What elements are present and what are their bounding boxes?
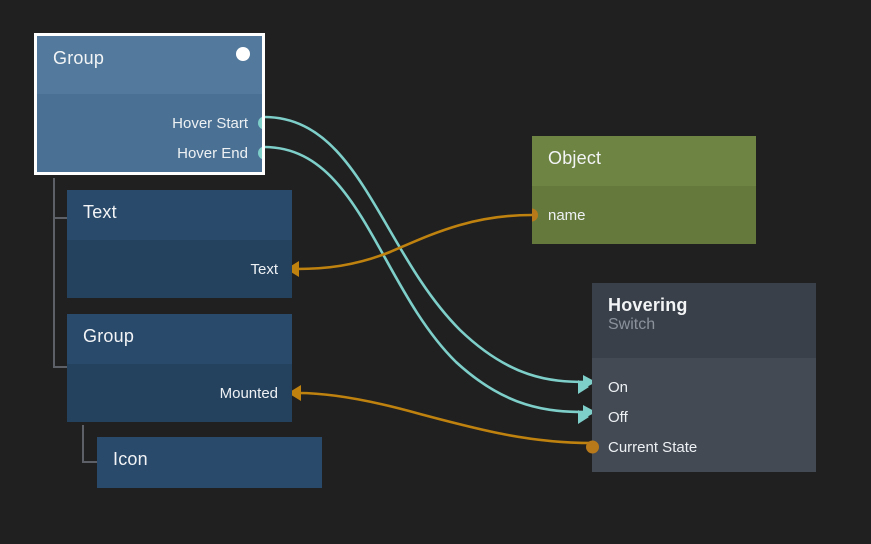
- port-on-label: On: [608, 378, 629, 396]
- node-hovering-title: Hovering: [608, 295, 688, 315]
- node-hovering[interactable]: Hovering Switch On Off Current State: [578, 283, 816, 472]
- node-group-child-title: Group: [83, 326, 135, 346]
- port-hover-end-label: Hover End: [177, 144, 248, 162]
- node-hovering-header: Hovering Switch: [592, 283, 816, 358]
- port-hover-start[interactable]: Hover Start: [37, 108, 262, 138]
- port-object-name-dot-icon[interactable]: [532, 208, 538, 222]
- wire-current-state-to-mounted: [296, 391, 594, 445]
- node-hovering-body: On Off Current State: [578, 358, 816, 472]
- port-hover-start-dot-icon[interactable]: [258, 116, 262, 130]
- port-hover-end-dot-icon[interactable]: [258, 146, 262, 160]
- node-group-root-body: Hover Start Hover End: [37, 94, 262, 172]
- node-icon-title: Icon: [113, 449, 148, 469]
- port-mounted-label: Mounted: [219, 384, 278, 402]
- node-hovering-subtitle: Switch: [608, 315, 656, 333]
- node-text-header: Text: [67, 190, 292, 240]
- port-object-name-label: name: [548, 206, 586, 224]
- tree-line-to-text: [53, 217, 67, 219]
- node-object-title: Object: [548, 148, 602, 168]
- selected-dot[interactable]: [236, 47, 250, 61]
- port-text-in-label: Text: [250, 260, 278, 278]
- port-object-name[interactable]: name: [532, 200, 756, 230]
- node-icon-header: Icon: [97, 437, 322, 488]
- tree-line-to-group-child: [53, 366, 67, 368]
- port-text-in[interactable]: Text: [67, 254, 292, 284]
- node-text-body: Text: [67, 240, 292, 298]
- port-off[interactable]: Off: [578, 402, 816, 432]
- node-group-child-body: Mounted: [67, 364, 292, 422]
- node-group-root[interactable]: Group Hover Start Hover End: [34, 33, 265, 175]
- port-off-triangle-icon[interactable]: [578, 410, 589, 424]
- node-object-body: name: [532, 186, 756, 244]
- port-current-state-dot-icon[interactable]: [586, 440, 599, 454]
- port-current-state-label: Current State: [608, 438, 698, 456]
- port-off-label: Off: [608, 408, 628, 426]
- node-icon[interactable]: Icon: [97, 437, 322, 488]
- node-group-root-header: Group: [37, 36, 262, 94]
- port-hover-end[interactable]: Hover End: [37, 138, 262, 168]
- tree-line-child-vertical: [82, 425, 84, 463]
- node-group-child-header: Group: [67, 314, 292, 364]
- node-object-header: Object: [532, 136, 756, 186]
- node-text[interactable]: Text Text: [67, 190, 292, 298]
- tree-line-to-icon: [82, 461, 98, 463]
- wire-object-name-to-text: [294, 213, 534, 271]
- tree-line-root-vertical: [53, 178, 55, 368]
- port-mounted[interactable]: Mounted: [67, 378, 292, 408]
- node-group-root-title: Group: [53, 48, 105, 68]
- node-group-child[interactable]: Group Mounted: [67, 314, 292, 422]
- port-current-state[interactable]: Current State: [586, 432, 816, 462]
- port-on[interactable]: On: [578, 372, 816, 402]
- port-on-triangle-icon[interactable]: [578, 380, 589, 394]
- port-hover-start-label: Hover Start: [172, 114, 248, 132]
- node-text-title: Text: [83, 202, 117, 222]
- node-object[interactable]: Object name: [532, 136, 756, 244]
